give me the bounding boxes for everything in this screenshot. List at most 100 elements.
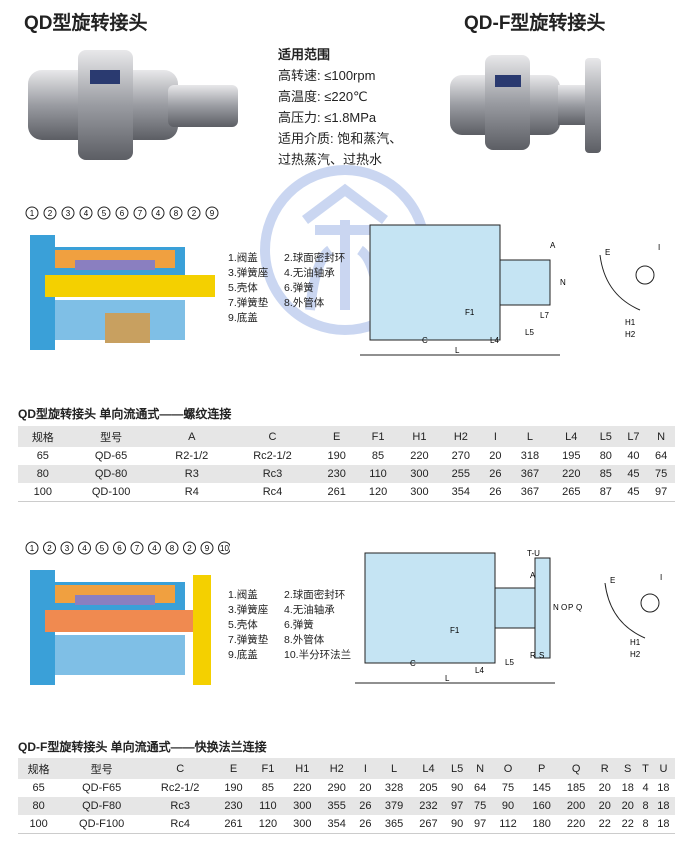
table-cell: 355 [319,797,354,815]
dim-p: P [568,603,573,612]
header-cell: Q [558,758,594,779]
table-cell: 190 [327,450,346,462]
table-cell: 85 [592,465,620,483]
dim-h1: H1 [625,318,636,327]
table-cell: 160 [524,797,559,815]
dim-l: L [445,674,450,683]
header-cell: L5 [445,758,469,779]
legend-item: 6.弹簧 [284,619,314,631]
table-cell: 75 [647,465,675,483]
dim-l4: L4 [490,336,499,345]
table-cell: QD-65 [94,450,128,462]
header-cell: P [524,758,559,779]
callout-6: 6 [113,541,126,555]
table2-title: QD-F型旋转接头 单向流通式——快换法兰连接 [18,740,267,754]
dim-l5: L5 [525,328,534,337]
svg-text:6: 6 [117,544,122,553]
legend-item: 1.阀盖 [228,252,258,264]
callout-6: 6 [115,206,129,220]
dim-c: C [410,659,416,668]
callout-2: 2 [43,541,56,555]
callout-9: 9 [200,541,214,555]
svg-text:2: 2 [47,544,52,553]
svg-text:5: 5 [100,544,105,553]
table-cell: 220 [293,782,312,794]
table-cell: 232 [411,797,446,815]
callout-5: 5 [95,541,109,555]
table-cell: Rc2-1/2 [160,782,200,794]
header-cell: L [509,426,551,447]
table-cell: 365 [376,815,412,834]
header-cell: T [639,758,652,779]
dim-h2: H2 [625,330,636,339]
callout-1: 1 [25,206,39,220]
table-cell: Rc3 [144,797,217,815]
svg-text:5: 5 [102,209,107,218]
dim-n: N [560,278,566,287]
legend-item: 9.底盖 [228,312,258,324]
table-cell: 354 [440,483,482,502]
table-cell: 26 [481,465,510,483]
title-qd: QD型旋转接头 [24,13,148,34]
legend-item: 4.无油轴承 [284,604,335,616]
table-cell: 267 [411,815,446,834]
table-cell: 120 [357,483,399,502]
header-cell: 规格 [18,426,68,447]
table-cell: 20 [489,450,502,462]
table-cell: 45 [619,483,648,502]
legend-item: 7.弹簧垫 [228,297,269,309]
svg-text:4: 4 [156,209,161,218]
table-cell: 20 [593,797,617,815]
table-cell: 220 [558,815,594,834]
dim-s: S [539,651,544,660]
table-cell: 64 [655,450,668,462]
table-cell: 4 [642,782,649,794]
table-cell: 80 [18,797,60,815]
table-cell: 18 [621,782,634,794]
svg-text:2: 2 [187,544,192,553]
table-cell: 65 [36,450,49,462]
qd-dimension-drawing: L L4 L5 L7 N A F1 C E I H1 H2 [360,224,660,356]
table-cell: 75 [468,797,492,815]
dim-l4: L4 [475,666,484,675]
table-cell: R3 [154,465,230,483]
svg-text:3: 3 [65,544,70,553]
table-cell: 110 [250,797,286,815]
table-cell: 18 [651,815,675,834]
table-cell: 300 [285,815,320,834]
table-cell: 230 [216,797,251,815]
table-cell: 328 [384,782,404,794]
legend-item: 4.无油轴承 [284,267,335,279]
table-cell: 75 [501,782,515,794]
header-cell: I [481,426,510,447]
header-cell: N [468,758,492,779]
svg-text:7: 7 [138,209,143,218]
table-cell: QD-F80 [59,797,145,815]
table-cell: 20 [359,782,372,794]
svg-text:4: 4 [82,544,87,553]
table-cell: Rc2-1/2 [253,450,292,462]
dim-e: E [610,576,615,585]
dim-r: R [530,651,536,660]
table-cell: R4 [154,483,230,502]
qd-f-dimension-drawing: L L4 L5 R S T-U A N O P Q F1 C E I H1 H2 [355,549,662,684]
header-cell: U [651,758,675,779]
legend-item: 8.外管体 [284,297,325,309]
table-cell: 300 [398,465,441,483]
table-cell: 195 [562,450,581,462]
svg-text:10: 10 [220,544,229,553]
table-cell: 87 [592,483,620,502]
dim-i: I [660,573,662,582]
table-cell: 318 [520,450,540,462]
table-cell: 185 [566,782,586,794]
table-cell: 367 [509,483,551,502]
table-cell: 190 [224,782,243,794]
table-cell: 8 [639,815,652,834]
header-cell: C [229,426,316,447]
